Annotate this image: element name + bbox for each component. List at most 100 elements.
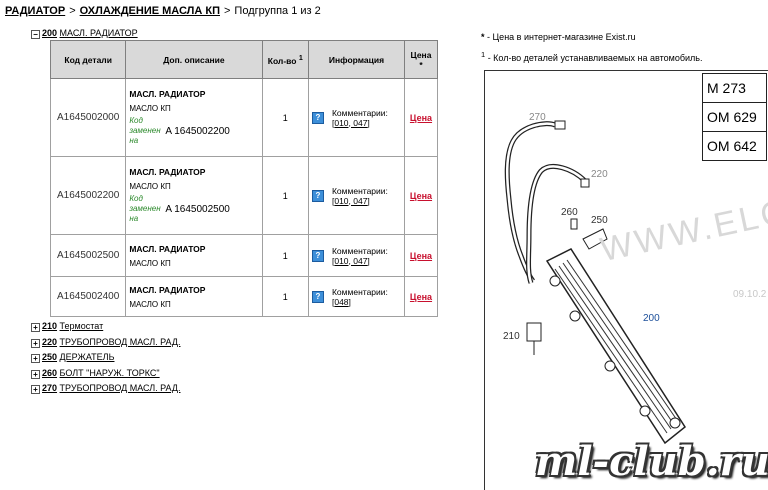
- subgroup-item: +270 ТРУБОПРОВОД МАСЛ. РАД.: [31, 381, 180, 397]
- subgroup-label-link[interactable]: ТРУБОПРОВОД МАСЛ. РАД.: [59, 336, 181, 347]
- subgroup-number-link[interactable]: 210: [42, 321, 58, 331]
- breadcrumb-current: Подгруппа 1 из 2: [234, 5, 321, 17]
- part-subtitle: МАСЛО КП: [129, 299, 171, 309]
- part-info: ? Комментарии:[010, 047]: [307, 234, 405, 277]
- parts-table: Код детали Доп. описание Кол-во 1 Информ…: [49, 40, 439, 317]
- footnote-one-text: - Кол-во деталей устанавливаемых на авто…: [487, 53, 703, 63]
- part-code: A1645002500: [49, 234, 127, 277]
- engine-code: OM 642: [707, 138, 757, 154]
- breadcrumb-oil-cooling-link[interactable]: ОХЛАЖДЕНИЕ МАСЛА КП: [79, 5, 220, 17]
- subgroup-label-link[interactable]: Термостат: [59, 321, 104, 331]
- group-header: −200 МАСЛ. РАДИАТОР: [31, 28, 138, 39]
- comments-label: Комментарии:: [331, 107, 388, 118]
- part-name: МАСЛ. РАДИАТОР: [129, 243, 206, 254]
- part-description: МАСЛ. РАДИАТОР МАСЛО КП: [125, 276, 263, 317]
- callout-210: 210: [503, 331, 520, 342]
- callout-270: 270: [529, 112, 546, 123]
- watermark-date: 09.10.2: [733, 289, 767, 300]
- expand-icon[interactable]: +: [31, 338, 40, 348]
- callout-220: 220: [591, 169, 608, 180]
- info-icon[interactable]: ?: [311, 111, 324, 124]
- part-quantity: 1: [261, 78, 309, 157]
- footnote-star: *: [481, 32, 485, 42]
- part-description: МАСЛ. РАДИАТОР МАСЛО КП: [125, 234, 263, 277]
- callout-200: 200: [643, 313, 660, 324]
- part-quantity: 1: [261, 156, 309, 235]
- table-header-row: Код детали Доп. описание Кол-во 1 Информ…: [49, 40, 439, 79]
- part-info: ? Комментарии:[010, 047]: [307, 156, 405, 235]
- replaced-label: Код заменен на: [129, 194, 161, 223]
- col-header-desc: Доп. описание: [125, 40, 263, 79]
- subgroup-list: +210 Термостат +220 ТРУБОПРОВОД МАСЛ. РА…: [31, 319, 180, 397]
- part-name: МАСЛ. РАДИАТОР: [129, 284, 206, 295]
- info-icon[interactable]: ?: [311, 249, 324, 262]
- breadcrumb-radiator-link[interactable]: РАДИАТОР: [5, 5, 66, 17]
- part-subtitle: МАСЛО КП: [129, 104, 171, 113]
- table-row: A1645002200 МАСЛ. РАДИАТОР МАСЛО КП Код …: [49, 156, 439, 235]
- expand-icon[interactable]: +: [31, 385, 40, 394]
- price-link[interactable]: Цена: [403, 78, 439, 157]
- part-code: A1645002400: [49, 276, 127, 317]
- part-quantity: 1: [261, 234, 309, 277]
- table-row: A1645002000 МАСЛ. РАДИАТОР МАСЛО КП Код …: [49, 78, 439, 157]
- subgroup-number-link[interactable]: 220: [42, 336, 58, 347]
- price-footnote-mark: *: [419, 59, 423, 70]
- comment-refs-link[interactable]: [010, 047]: [331, 117, 370, 128]
- part-name: МАСЛ. РАДИАТОР: [129, 167, 206, 177]
- expand-icon[interactable]: +: [31, 369, 40, 379]
- part-quantity: 1: [261, 276, 309, 317]
- comment-refs-link[interactable]: [048]: [331, 296, 351, 307]
- breadcrumb: РАДИАТОР>ОХЛАЖДЕНИЕ МАСЛА КП>Подгруппа 1…: [5, 5, 321, 17]
- qty-header-label: Кол-во: [267, 55, 297, 66]
- part-description: МАСЛ. РАДИАТОР МАСЛО КП Код заменен на A…: [125, 156, 263, 235]
- group-number-link[interactable]: 200: [42, 28, 58, 38]
- replacement-info: Код заменен на A 1645002500: [129, 194, 258, 224]
- table-row: A1645002500 МАСЛ. РАДИАТОР МАСЛО КП 1 ? …: [49, 234, 439, 277]
- price-header-label: Цена: [410, 49, 432, 60]
- comment-refs-link[interactable]: [010, 047]: [331, 195, 370, 206]
- collapse-icon[interactable]: −: [31, 30, 40, 39]
- part-description: МАСЛ. РАДИАТОР МАСЛО КП Код заменен на A…: [125, 78, 263, 157]
- callout-260: 260: [561, 207, 578, 218]
- price-link[interactable]: Цена: [403, 156, 439, 235]
- col-header-info: Информация: [307, 40, 405, 79]
- subgroup-item: +250 ДЕРЖАТЕЛЬ: [31, 350, 180, 366]
- qty-footnote-mark: 1: [298, 53, 303, 62]
- col-header-code: Код детали: [49, 40, 127, 79]
- price-link[interactable]: Цена: [403, 276, 439, 317]
- subgroup-label-link[interactable]: ДЕРЖАТЕЛЬ: [59, 352, 115, 362]
- comments-label: Комментарии:: [331, 185, 388, 196]
- part-code: A1645002200: [49, 156, 127, 235]
- info-icon[interactable]: ?: [311, 189, 324, 202]
- part-subtitle: МАСЛО КП: [129, 182, 171, 191]
- replacement-code: A 1645002200: [165, 125, 230, 137]
- engine-code: OM 629: [703, 103, 766, 132]
- subgroup-item: +260 БОЛТ "НАРУЖ. ТОРКС": [31, 366, 180, 382]
- subgroup-label-link[interactable]: БОЛТ "НАРУЖ. ТОРКС": [59, 367, 160, 378]
- engine-code: M 273: [703, 74, 766, 103]
- replacement-code: A 1645002500: [165, 203, 230, 215]
- col-header-qty: Кол-во 1: [261, 40, 309, 79]
- part-info: ? Комментарии:[048]: [307, 276, 405, 317]
- price-link[interactable]: Цена: [403, 234, 439, 277]
- subgroup-number-link[interactable]: 270: [42, 383, 58, 393]
- group-label-link[interactable]: МАСЛ. РАДИАТОР: [59, 28, 138, 38]
- part-subtitle: МАСЛО КП: [129, 258, 171, 268]
- price-footnote: * - Цена в интернет-магазине Exist.ru: [481, 32, 636, 42]
- part-info: ? Комментарии:[010, 047]: [307, 78, 405, 157]
- expand-icon[interactable]: +: [31, 323, 40, 332]
- footnote-star-text: - Цена в интернет-магазине Exist.ru: [487, 32, 636, 42]
- comment-refs-link[interactable]: [010, 047]: [331, 255, 370, 266]
- subgroup-label-link[interactable]: ТРУБОПРОВОД МАСЛ. РАД.: [59, 383, 181, 393]
- comments-label: Комментарии:: [331, 286, 388, 297]
- parts-diagram: 270 220 260 250 200 210 M 273 OM 629 OM …: [484, 70, 768, 490]
- subgroup-number-link[interactable]: 260: [42, 367, 58, 378]
- comments-label: Комментарии:: [331, 245, 388, 256]
- footnote-one: 1: [481, 50, 486, 59]
- part-name: МАСЛ. РАДИАТОР: [129, 89, 206, 99]
- info-icon[interactable]: ?: [311, 290, 324, 303]
- callout-250: 250: [591, 215, 608, 226]
- engine-applicability-box: M 273 OM 629 OM 642: [702, 73, 767, 161]
- expand-icon[interactable]: +: [31, 354, 40, 363]
- subgroup-number-link[interactable]: 250: [42, 352, 58, 362]
